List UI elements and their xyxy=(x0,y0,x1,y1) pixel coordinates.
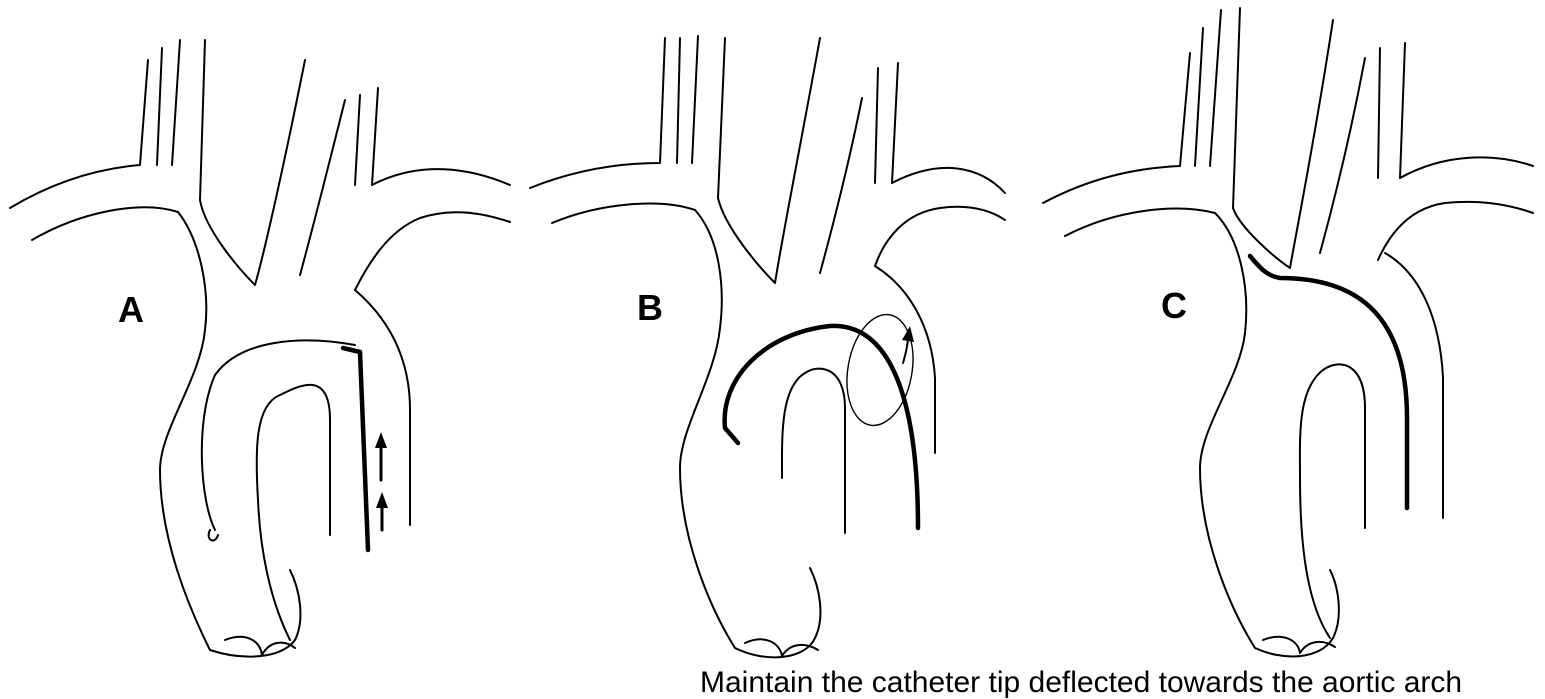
right-carotid xyxy=(677,36,698,163)
descending-aorta-outer xyxy=(1385,253,1443,518)
root-cusps xyxy=(225,637,295,655)
panel-b-aortic-arch: B xyxy=(530,36,1005,657)
left-subclavian xyxy=(875,63,898,183)
inner-arch-outer xyxy=(1300,364,1365,638)
left-common-carotid xyxy=(1233,8,1333,268)
left-subclavian-arm xyxy=(355,169,510,290)
figure-caption: Maintain the catheter tip deflected towa… xyxy=(700,668,1462,698)
left-subclavian-arm xyxy=(875,168,1005,266)
aorta-outer-left-wall xyxy=(680,210,820,657)
left-carotid-second xyxy=(820,98,862,273)
left-carotid-second xyxy=(1320,58,1365,253)
panel-label-c: C xyxy=(1161,285,1187,326)
left-common-carotid xyxy=(200,40,305,285)
rotation-arrowhead xyxy=(902,326,914,342)
inner-arch-outer xyxy=(782,369,845,533)
catheter-c xyxy=(1250,256,1407,508)
right-subclavian-lower xyxy=(1065,209,1215,236)
panel-c-aortic-arch: C xyxy=(1043,8,1533,656)
arrowhead-up-2 xyxy=(376,492,388,508)
panel-label-b: B xyxy=(637,287,663,328)
catheter-a xyxy=(343,348,368,550)
right-subclavian-upper xyxy=(530,38,665,188)
right-subclavian-lower xyxy=(32,207,178,240)
left-subclavian-arm xyxy=(1378,157,1533,260)
aorta-outer-left-wall xyxy=(160,212,300,657)
left-carotid-second xyxy=(300,100,345,275)
left-common-carotid xyxy=(718,38,820,283)
right-subclavian-upper xyxy=(10,60,148,208)
catheter-b xyxy=(725,326,918,528)
left-subclavian xyxy=(355,88,378,185)
right-subclavian-lower xyxy=(552,204,695,223)
right-carotid xyxy=(157,40,180,165)
inner-arch-outer xyxy=(202,340,355,530)
root-cusps xyxy=(1263,637,1335,653)
right-subclavian-upper xyxy=(1043,53,1190,203)
panel-a-aortic-arch: A xyxy=(10,40,510,657)
panel-label-a: A xyxy=(118,289,144,330)
left-subclavian xyxy=(1378,43,1405,178)
inner-curve xyxy=(257,385,330,640)
arrowhead-up-1 xyxy=(375,432,387,448)
inner-arch-loop xyxy=(209,530,218,540)
right-carotid xyxy=(1195,10,1221,166)
